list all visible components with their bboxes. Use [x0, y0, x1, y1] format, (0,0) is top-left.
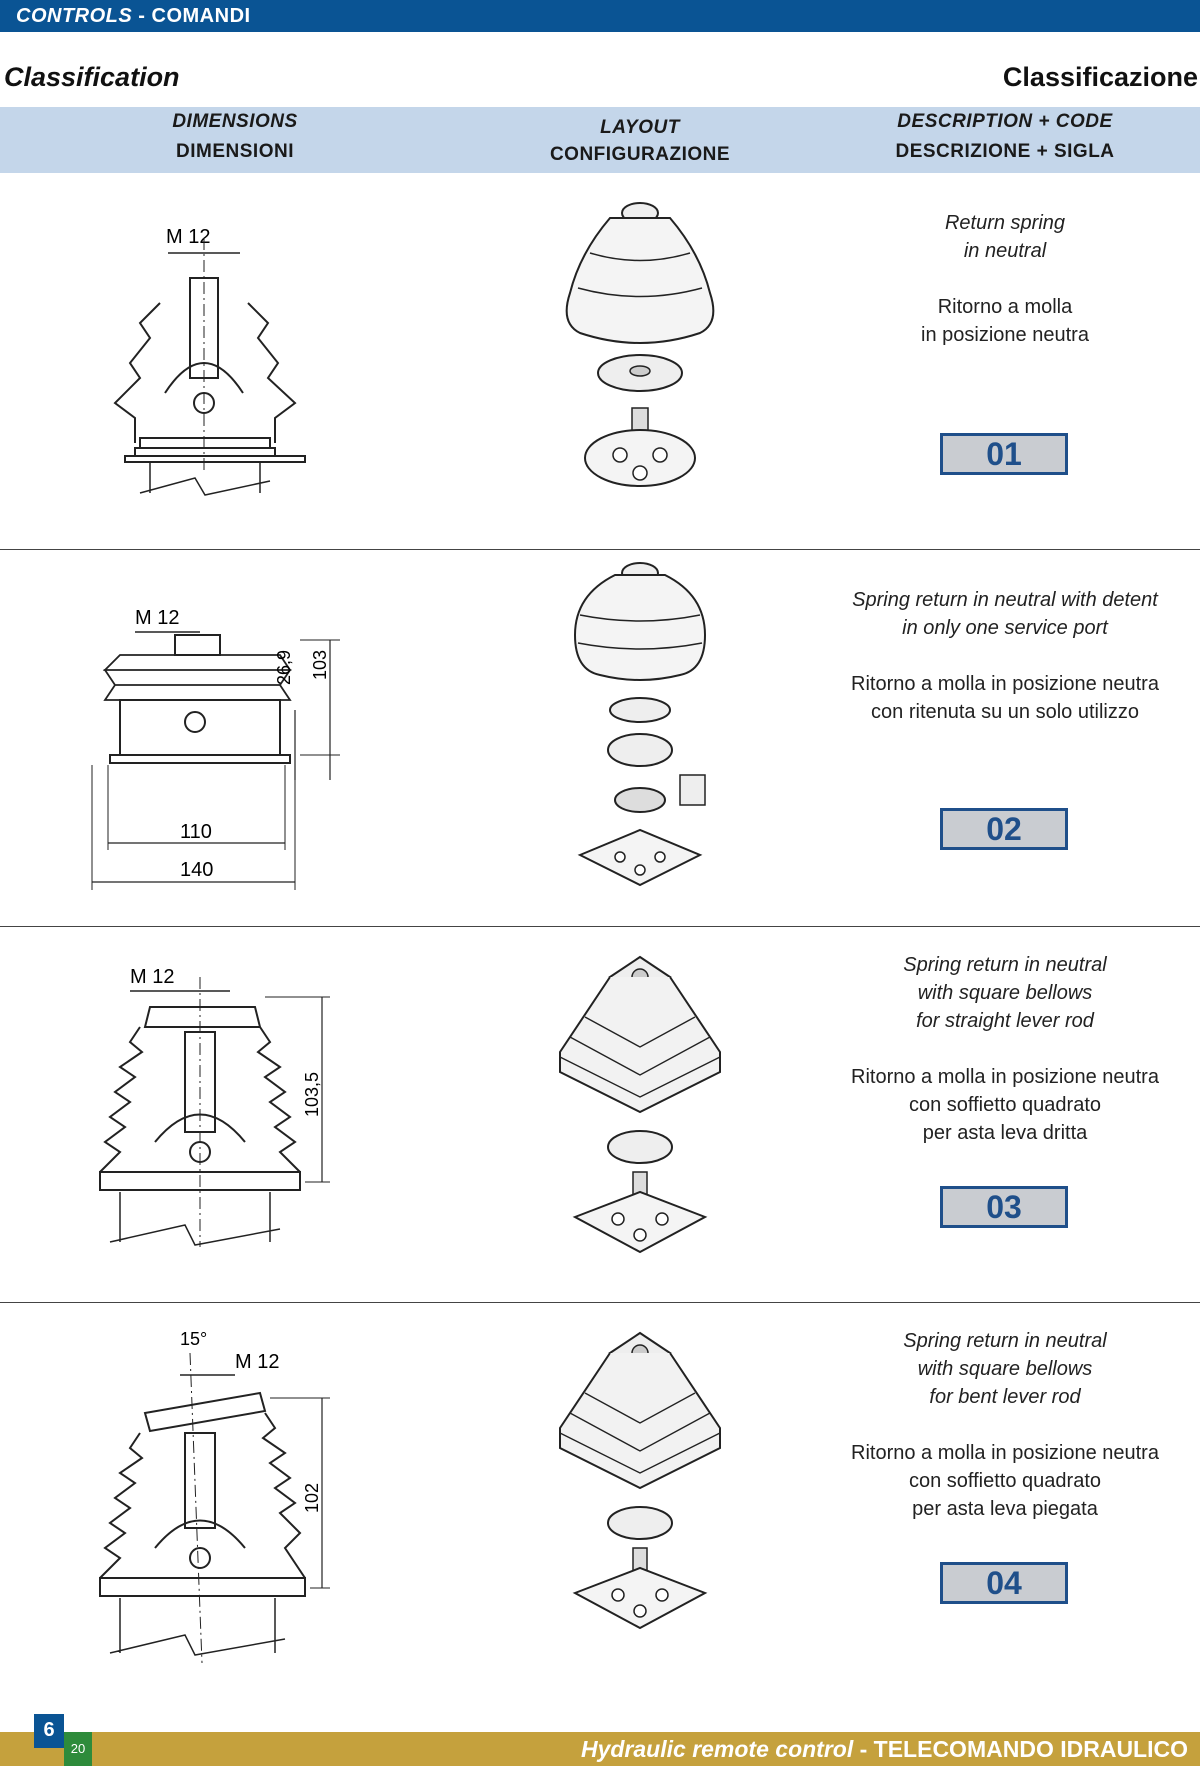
description-it: Ritorno a molla in posizione neutra con …: [820, 1063, 1190, 1147]
footer-separator: -: [859, 1736, 868, 1762]
description-en: Spring return in neutral with square bel…: [820, 951, 1190, 1035]
description-en-line: Spring return in neutral: [903, 954, 1107, 976]
dimension-drawing-01: M 12: [113, 226, 306, 496]
description-en-line: with square bellows: [917, 1358, 1093, 1380]
section-separator: -: [138, 5, 146, 27]
height-label-2: 103: [310, 650, 330, 680]
description-it-line: Ritorno a molla: [937, 296, 1073, 318]
width-label-1: 110: [180, 821, 212, 843]
description-it-line: per asta leva piegata: [912, 1498, 1098, 1520]
description-it: Ritorno a molla in posizione neutra con …: [820, 1439, 1190, 1523]
thread-label: M 12: [135, 607, 179, 629]
description-it-line: Ritorno a molla in posizione neutra: [851, 673, 1159, 695]
header-layout-en: LAYOUT: [600, 117, 680, 138]
description-en-line: Return spring: [944, 212, 1066, 234]
page-title-en: Classification: [4, 62, 180, 92]
description-it-line: con soffietto quadrato: [909, 1094, 1101, 1116]
section-title-en: CONTROLS: [16, 5, 133, 27]
table-row: M 12 103,5 Spring return in neutral with…: [0, 927, 1200, 1302]
description-it-line: per asta leva dritta: [922, 1122, 1088, 1144]
dimension-drawing-04: 15° M 12 102: [99, 1329, 330, 1664]
description-03: Spring return in neutral with square bel…: [820, 951, 1190, 1147]
row-divider: [0, 1302, 1200, 1303]
page-title-it: Classificazione: [1002, 62, 1198, 92]
footer-title: Hydraulic remote control - TELECOMANDO I…: [581, 1736, 1188, 1763]
footer-title-it: TELECOMANDO IDRAULICO: [873, 1736, 1188, 1762]
dimension-drawing-02: M 12 26,9 103 110 140: [91, 607, 340, 890]
header-dimensions-en: DIMENSIONS: [172, 111, 298, 132]
layout-illustration-03: [559, 955, 721, 1254]
description-en: Return spring in neutral: [820, 209, 1190, 265]
table-row: 15° M 12 102 Spring return in neutral wi…: [0, 1303, 1200, 1713]
table-row: M 12 Return spring in neutral Ritorno a …: [0, 173, 1200, 549]
code-badge-02: 02: [940, 808, 1068, 850]
description-it-line: Ritorno a molla in posizione neutra: [851, 1442, 1159, 1464]
width-label-2: 140: [180, 859, 213, 881]
layout-illustration-01: [565, 202, 715, 487]
height-label: 102: [302, 1483, 322, 1513]
description-en: Spring return in neutral with square bel…: [820, 1327, 1190, 1411]
description-it-line: con ritenuta su un solo utilizzo: [871, 701, 1139, 723]
description-it-line: con soffietto quadrato: [909, 1470, 1101, 1492]
layout-illustration-04: [559, 1331, 721, 1630]
page-number: 6: [34, 1714, 64, 1748]
row-divider: [0, 926, 1200, 927]
dimension-drawing-03: M 12 103,5: [99, 967, 330, 1247]
description-en-line: Spring return in neutral with detent: [852, 589, 1158, 611]
table-row: M 12 26,9 103 110 140 Spri: [0, 550, 1200, 926]
angle-label: 15°: [180, 1329, 207, 1349]
description-04: Spring return in neutral with square bel…: [820, 1327, 1190, 1523]
header-dimensions-it: DIMENSIONI: [176, 141, 294, 162]
header-dimensions: DIMENSIONS DIMENSIONI: [120, 107, 350, 173]
code-badge-03: 03: [940, 1186, 1068, 1228]
height-label-1: 26,9: [274, 650, 294, 685]
description-01: Return spring in neutral Ritorno a molla…: [820, 209, 1190, 349]
footer-bar: Hydraulic remote control - TELECOMANDO I…: [0, 1732, 1200, 1766]
code-badge-04: 04: [940, 1562, 1068, 1604]
header-description-en: DESCRIPTION + CODE: [897, 111, 1113, 132]
top-bar: CONTROLS - COMANDI: [0, 0, 1200, 32]
description-en-line: for straight lever rod: [916, 1010, 1094, 1032]
row-divider: [0, 549, 1200, 550]
description-02: Spring return in neutral with detent in …: [820, 586, 1190, 726]
description-en-line: with square bellows: [917, 982, 1093, 1004]
description-en-line: Spring return in neutral: [903, 1330, 1107, 1352]
description-it-line: Ritorno a molla in posizione neutra: [851, 1066, 1159, 1088]
sub-page-number: 20: [64, 1732, 92, 1766]
footer-title-en: Hydraulic remote control: [580, 1736, 854, 1762]
header-description: DESCRIPTION + CODE DESCRIZIONE + SIGLA: [860, 107, 1150, 173]
description-en-line: for bent lever rod: [929, 1386, 1081, 1408]
header-layout: LAYOUT CONFIGURAZIONE: [520, 113, 760, 179]
header-description-it: DESCRIZIONE + SIGLA: [895, 141, 1115, 162]
thread-label: M 12: [235, 1351, 279, 1373]
header-layout-it: CONFIGURAZIONE: [549, 144, 731, 165]
description-it: Ritorno a molla in posizione neutra: [820, 293, 1190, 349]
description-it-line: in posizione neutra: [921, 324, 1089, 346]
description-en: Spring return in neutral with detent in …: [820, 586, 1190, 642]
table-header: DIMENSIONS DIMENSIONI LAYOUT CONFIGURAZI…: [0, 107, 1200, 173]
code-badge-01: 01: [940, 433, 1068, 475]
thread-label: M 12: [130, 967, 174, 988]
section-title-it: COMANDI: [151, 5, 251, 27]
description-it: Ritorno a molla in posizione neutra con …: [820, 670, 1190, 726]
thread-label: M 12: [166, 226, 210, 248]
layout-illustration-02: [573, 562, 707, 887]
section-title: CONTROLS - COMANDI: [16, 5, 251, 28]
height-label: 103,5: [302, 1072, 322, 1117]
description-en-line: in neutral: [963, 240, 1047, 262]
description-en-line: in only one service port: [902, 617, 1108, 639]
